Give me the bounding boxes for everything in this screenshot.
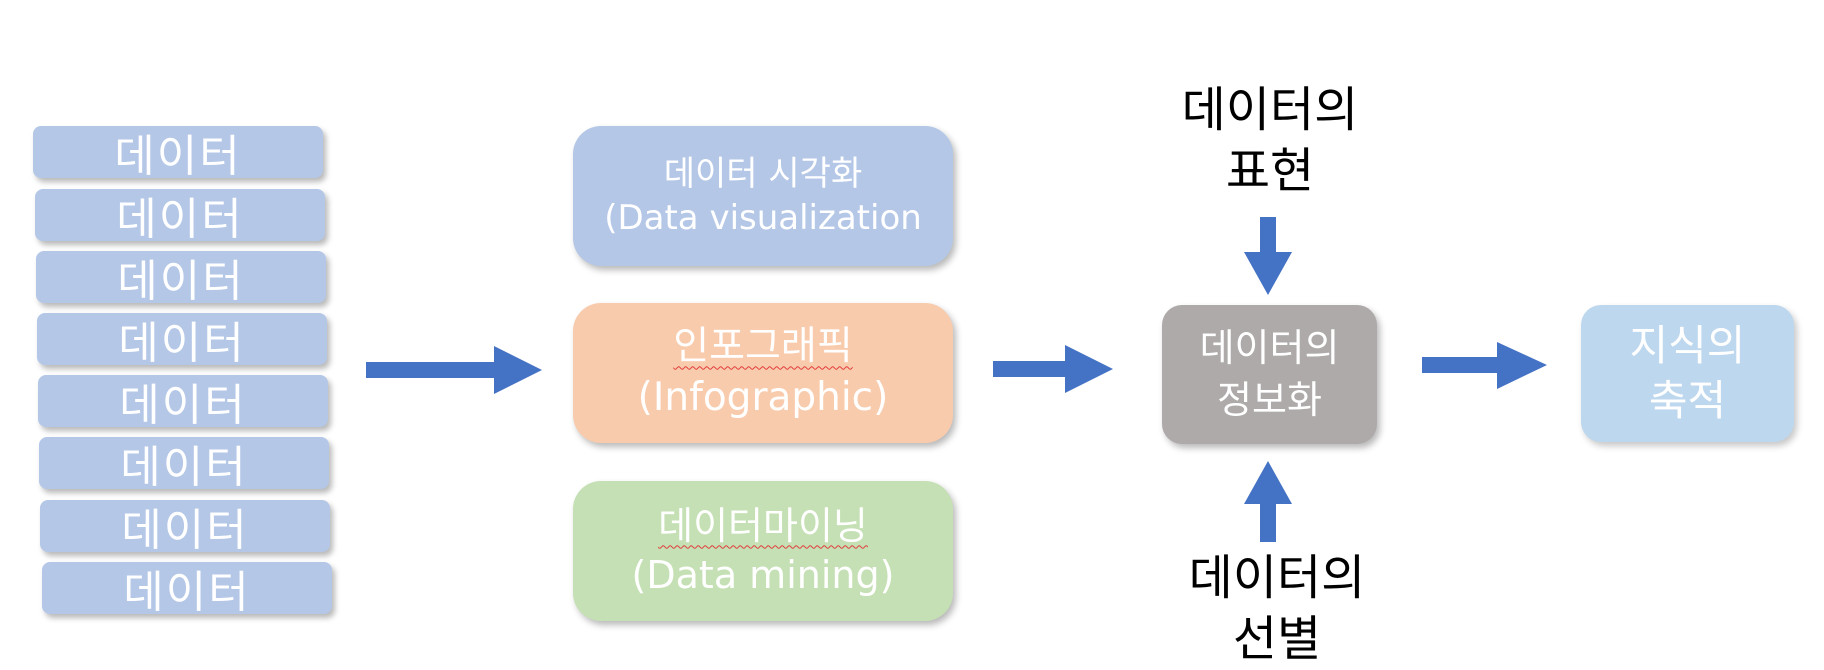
arrow-right-2 xyxy=(993,345,1113,393)
data-box: 데이터 xyxy=(37,313,327,369)
knowledge-line1: 지식의 xyxy=(1629,320,1746,370)
data-box-label: 데이터 xyxy=(120,442,248,493)
data-mining-box: 데이터마이닝 (Data mining) xyxy=(573,481,953,621)
data-box-label: 데이터 xyxy=(114,131,242,182)
data-visualization-title: 데이터 시각화 xyxy=(663,153,863,194)
information-line2: 정보화 xyxy=(1217,377,1322,422)
selection-label: 데이터의 선별 xyxy=(1157,548,1397,670)
data-box: 데이터 xyxy=(39,437,329,493)
knowledge-line2: 축적 xyxy=(1648,375,1727,425)
data-box-label: 데이터 xyxy=(118,318,246,369)
infographic-title: 인포그래픽 xyxy=(673,324,853,370)
knowledge-box: 지식의 축적 xyxy=(1581,305,1794,442)
information-line1: 데이터의 xyxy=(1199,326,1340,371)
data-mining-subtitle: (Data mining) xyxy=(631,553,895,597)
arrow-up xyxy=(1244,461,1292,542)
data-box-label: 데이터 xyxy=(117,256,245,307)
data-box: 데이터 xyxy=(33,126,323,182)
data-visualization-subtitle: (Data visualization xyxy=(604,198,922,238)
data-box-label: 데이터 xyxy=(123,567,251,618)
data-box: 데이터 xyxy=(35,189,325,245)
data-box-label: 데이터 xyxy=(119,380,247,431)
data-box-label: 데이터 xyxy=(121,505,249,556)
representation-line2: 표현 xyxy=(1225,142,1315,199)
information-box: 데이터의 정보화 xyxy=(1162,305,1377,444)
data-visualization-box: 데이터 시각화 (Data visualization xyxy=(573,126,953,266)
infographic-box: 인포그래픽 (Infographic) xyxy=(573,303,953,443)
data-box-label: 데이터 xyxy=(116,194,244,245)
selection-line2: 선별 xyxy=(1232,610,1322,667)
data-box: 데이터 xyxy=(38,375,328,431)
arrow-right-1 xyxy=(366,346,542,394)
data-box: 데이터 xyxy=(40,500,330,556)
arrow-right-3 xyxy=(1422,342,1547,389)
representation-line1: 데이터의 xyxy=(1181,82,1359,138)
arrow-down xyxy=(1244,217,1292,295)
data-box: 데이터 xyxy=(42,562,332,618)
data-box: 데이터 xyxy=(36,251,326,307)
infographic-subtitle: (Infographic) xyxy=(637,375,889,420)
data-mining-title: 데이터마이닝 xyxy=(658,503,868,548)
representation-label: 데이터의 표현 xyxy=(1150,80,1390,202)
selection-line1: 데이터의 xyxy=(1188,550,1366,606)
